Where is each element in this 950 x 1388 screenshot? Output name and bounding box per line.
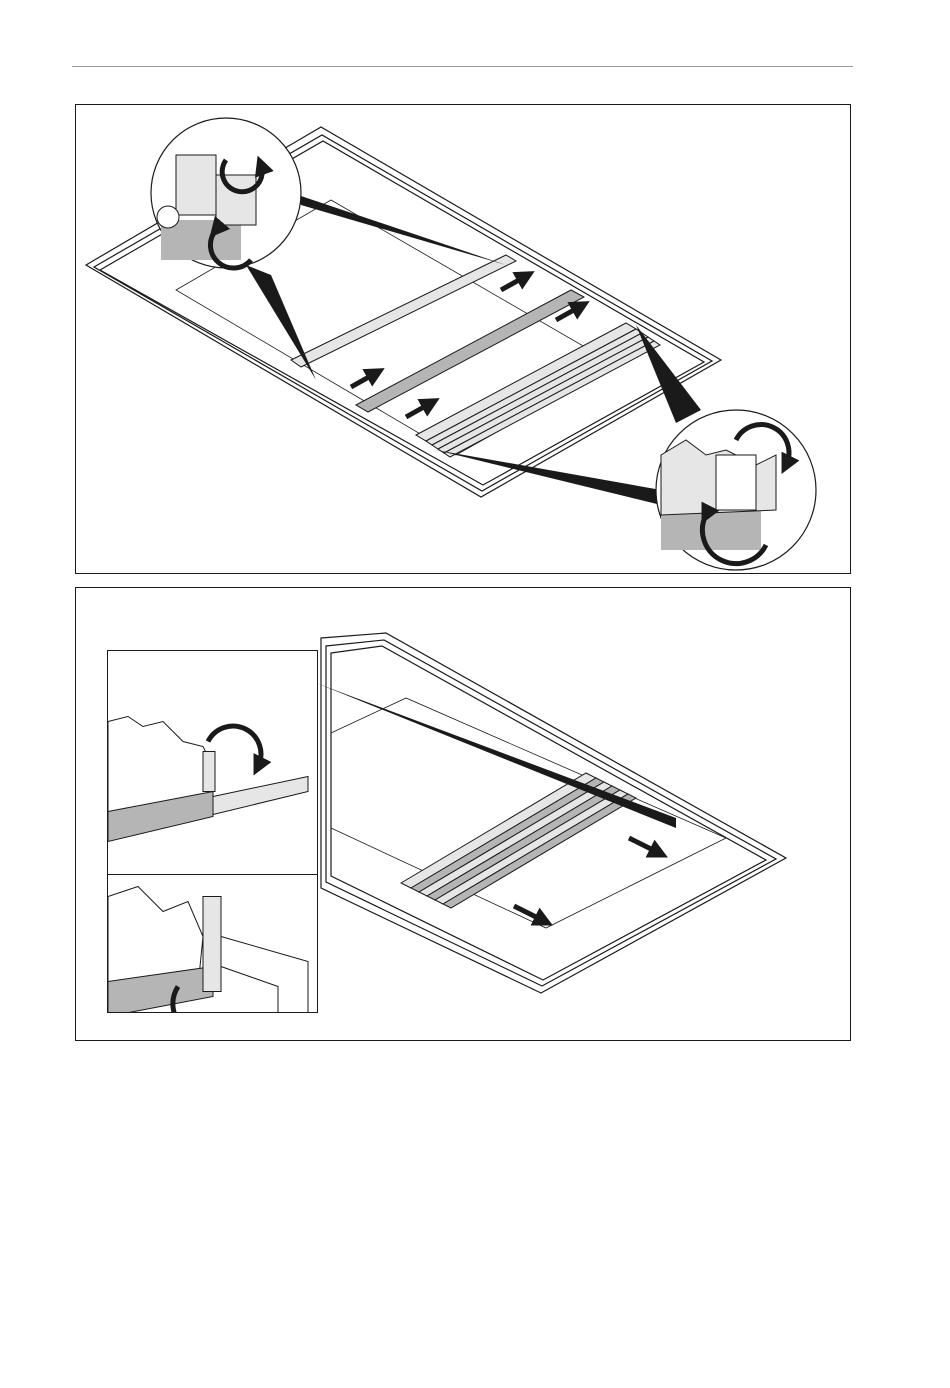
callout-wedge-top — [298, 195, 506, 265]
detail-circle-bottom-right — [656, 410, 816, 570]
arrow-down-right-1 — [629, 838, 659, 853]
figure-2-frame — [75, 587, 851, 1041]
callout-wedge-fig2 — [316, 683, 676, 828]
frame-assembly-illustration — [76, 105, 850, 573]
callout-wedge-top-2 — [246, 265, 316, 380]
inset-detail-panel — [107, 650, 318, 1013]
arrow-up-right-3 — [501, 276, 526, 290]
inset-detail-illustration — [108, 651, 317, 1013]
arrow-down-right-2 — [514, 906, 544, 921]
inset-detail-bottom — [108, 887, 308, 1014]
callout-wedge-bottom — [636, 325, 701, 423]
arrow-up-right-2 — [406, 403, 431, 417]
inset-detail-top — [108, 717, 308, 842]
header-rule — [72, 66, 853, 67]
figure-1-frame — [75, 104, 851, 574]
detail-circle-top-left — [151, 118, 301, 268]
arrow-up-right-1 — [351, 373, 376, 387]
